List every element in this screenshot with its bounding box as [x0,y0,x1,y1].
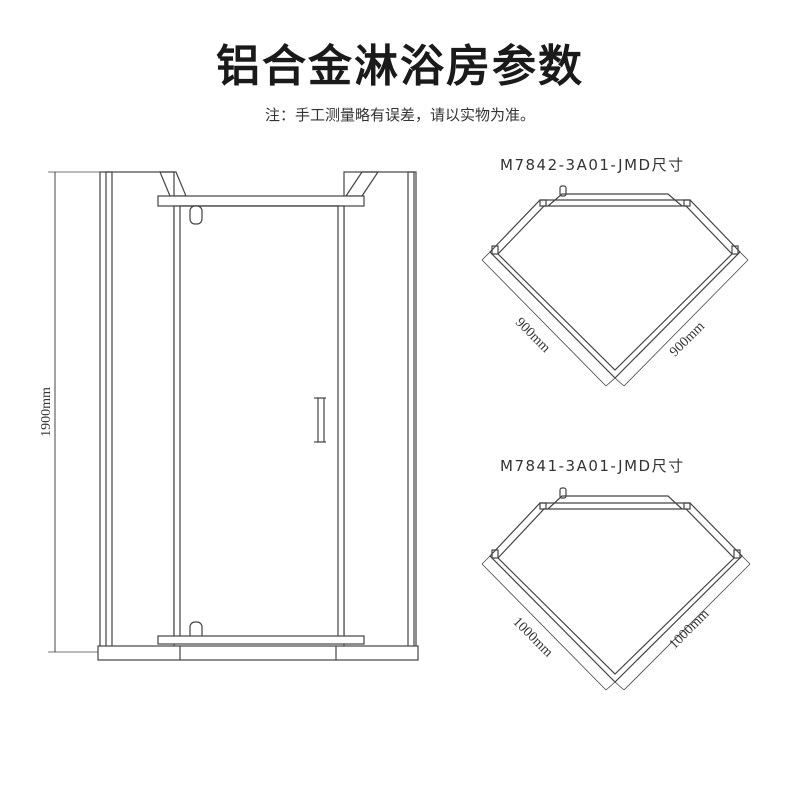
right-side-panel [343,171,417,651]
door-frame [173,205,345,639]
model-1-side-b: 900mm [667,319,708,360]
model-1-name: M7842-3A01-JMD尺寸 [500,156,685,174]
model-2-side-a: 1000mm [510,615,556,661]
model-2-name: M7841-3A01-JMD尺寸 [500,457,685,475]
height-dimension-label: 1900mm [39,387,54,437]
left-side-panel [99,171,175,651]
plan-view-1 [481,185,749,387]
model-2-dim-line-b [623,563,751,691]
model-2-side-b: 1000mm [667,607,713,653]
top-rail [157,195,365,207]
top-hinge [189,205,203,225]
model-1-dim-line-b [623,259,749,387]
plan-view-2 [481,487,751,691]
door-handle [314,397,326,443]
front-view [48,171,419,661]
measurement-note: 注：手工测量略有误差，请以实物为准。 [264,106,535,124]
shower-base [97,645,419,661]
model-1-dim-line-a [481,259,607,387]
page-title: 铝合金淋浴房参数 [216,41,584,92]
model-1-side-a: 900mm [512,315,553,356]
model-2-dim-line-a [481,563,607,691]
bottom-threshold [157,635,365,645]
